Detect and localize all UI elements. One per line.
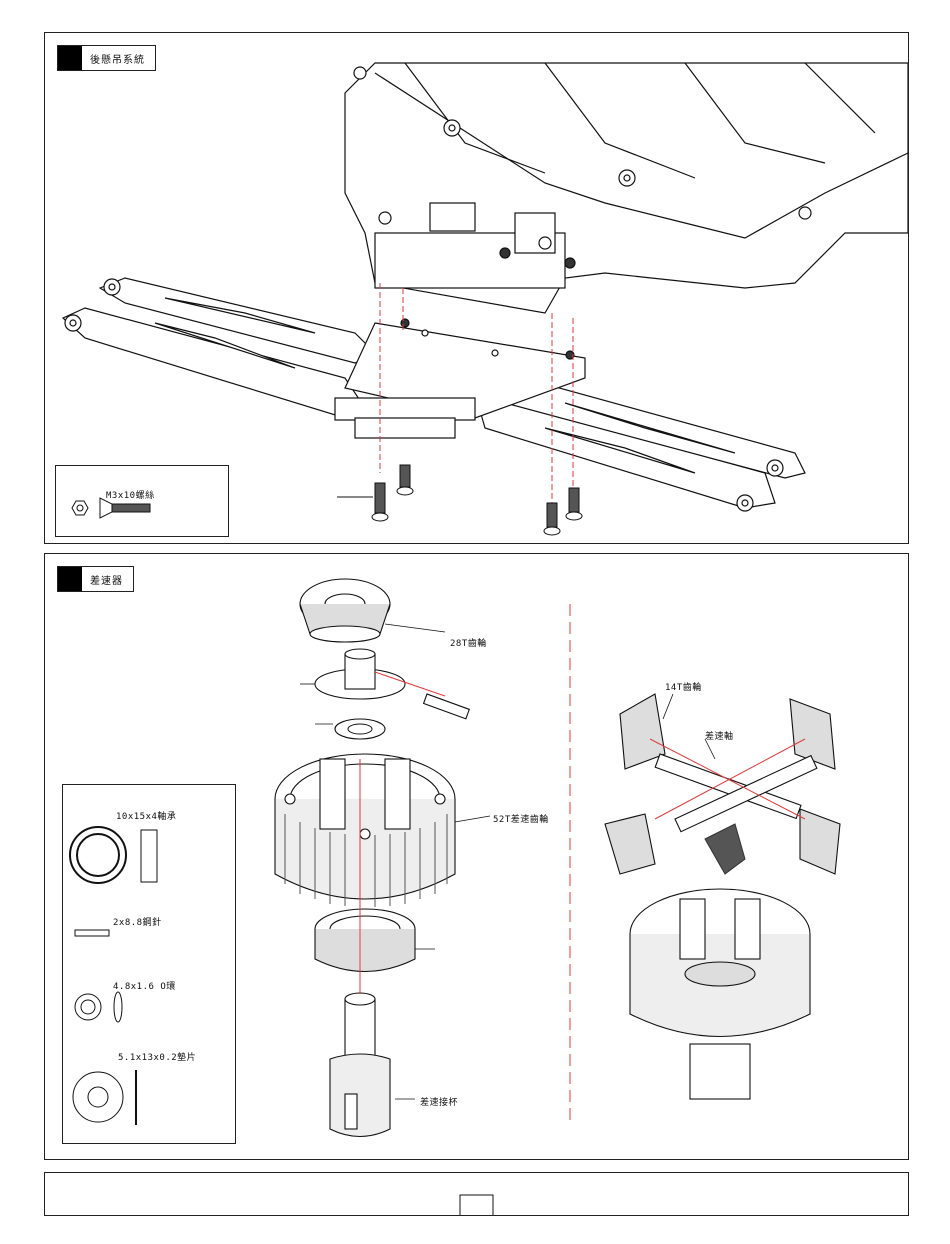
spur-gear-52t-drawing <box>275 754 455 907</box>
label-diff-shaft: 差速軸 <box>705 729 734 742</box>
screw-legend-box: M3x10螺絲 <box>55 465 229 537</box>
label-outdrive-cup: 差速接杯 <box>420 1095 458 1108</box>
arrow-icon <box>705 824 745 874</box>
parts-legend-box: 10x15x4軸承 2x8.8鋼針 4.8x1.6 O環 5.1x13x0.2墊… <box>62 784 236 1144</box>
bearing-drawing <box>315 909 415 972</box>
screws-drawing <box>337 465 582 535</box>
assembled-differential-drawing <box>630 889 810 1099</box>
screw-icon <box>56 466 228 536</box>
shaft-drawing <box>315 649 469 719</box>
page-number-tab <box>460 1195 493 1215</box>
bearing-icon <box>70 827 157 883</box>
washer-icon <box>73 1070 136 1125</box>
label-14t-gear: 14T齒輪 <box>665 680 702 693</box>
rear-suspension-panel: 後懸吊系統 <box>44 32 909 544</box>
o-ring-icon <box>75 992 122 1022</box>
differential-panel: 差速器 <box>44 553 909 1160</box>
outdrive-cup-drawing <box>330 993 390 1137</box>
footer-frame <box>44 1172 909 1216</box>
bevel-gear-28t-drawing <box>300 579 390 642</box>
label-52t-gear: 52T差速齒輪 <box>493 812 549 825</box>
chassis-drawing <box>345 63 908 313</box>
label-28t-gear: 28T齒輪 <box>450 636 487 649</box>
pin-icon <box>75 930 109 936</box>
